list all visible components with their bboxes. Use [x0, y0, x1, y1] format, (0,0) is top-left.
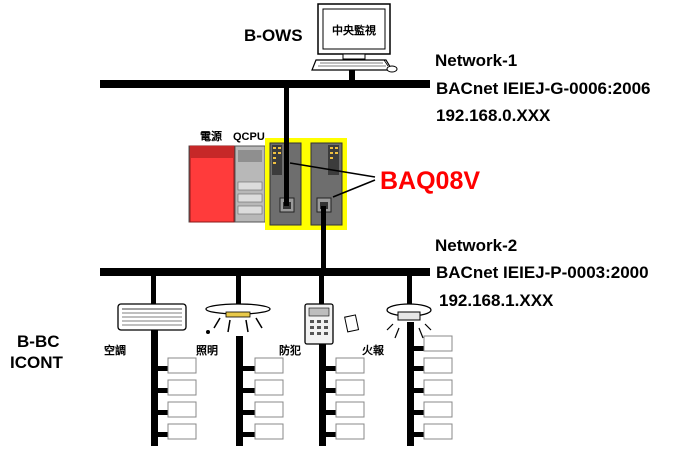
hvac-label: 空調	[104, 343, 126, 357]
network-1-ip: 192.168.0.XXX	[436, 106, 551, 125]
ceiling-light-icon	[205, 303, 271, 334]
baq08v-label: BAQ08V	[380, 167, 480, 195]
network-2-drop-cable	[321, 206, 326, 270]
plc-rack	[188, 145, 268, 223]
network-1-label: Network-1	[435, 51, 517, 70]
monitor-screen-label: 中央監視	[332, 23, 376, 37]
computer-icon	[311, 3, 398, 73]
baq08v-module-2	[306, 138, 347, 230]
security-label: 防犯	[279, 343, 301, 357]
network-1-drop-cable	[284, 86, 289, 206]
b-bc-label: B-BC	[17, 332, 60, 351]
security-keypad-icon	[304, 303, 360, 345]
network-2-ip: 192.168.1.XXX	[439, 291, 554, 310]
lighting-label: 照明	[196, 344, 218, 357]
fire-alarm-icon	[386, 303, 432, 339]
icont-label: ICONT	[10, 353, 64, 372]
b-ows-label: B-OWS	[244, 26, 303, 45]
hvac-branch: 空調	[104, 274, 197, 446]
power-supply-label: 電源	[200, 129, 222, 143]
fire-alarm-label: 火報	[362, 343, 385, 357]
network-1-bus	[100, 80, 430, 88]
security-branch: 防犯	[279, 274, 365, 446]
network-1-protocol: BACnet IEIEJ-G-0006:2006	[436, 79, 650, 98]
air-conditioner-icon	[117, 303, 187, 331]
baq08v-leader-2	[332, 179, 376, 198]
baq08v-leader-1	[289, 162, 376, 178]
qcpu-label: QCPU	[233, 131, 265, 143]
network-2-bus	[100, 268, 430, 276]
network-2-protocol: BACnet IEIEJ-P-0003:2000	[436, 263, 649, 282]
fire-alarm-branch: 火報	[362, 274, 453, 446]
ows-drop-line	[349, 70, 355, 82]
network-2-label: Network-2	[435, 236, 517, 255]
lighting-branch: 照明	[196, 274, 284, 446]
